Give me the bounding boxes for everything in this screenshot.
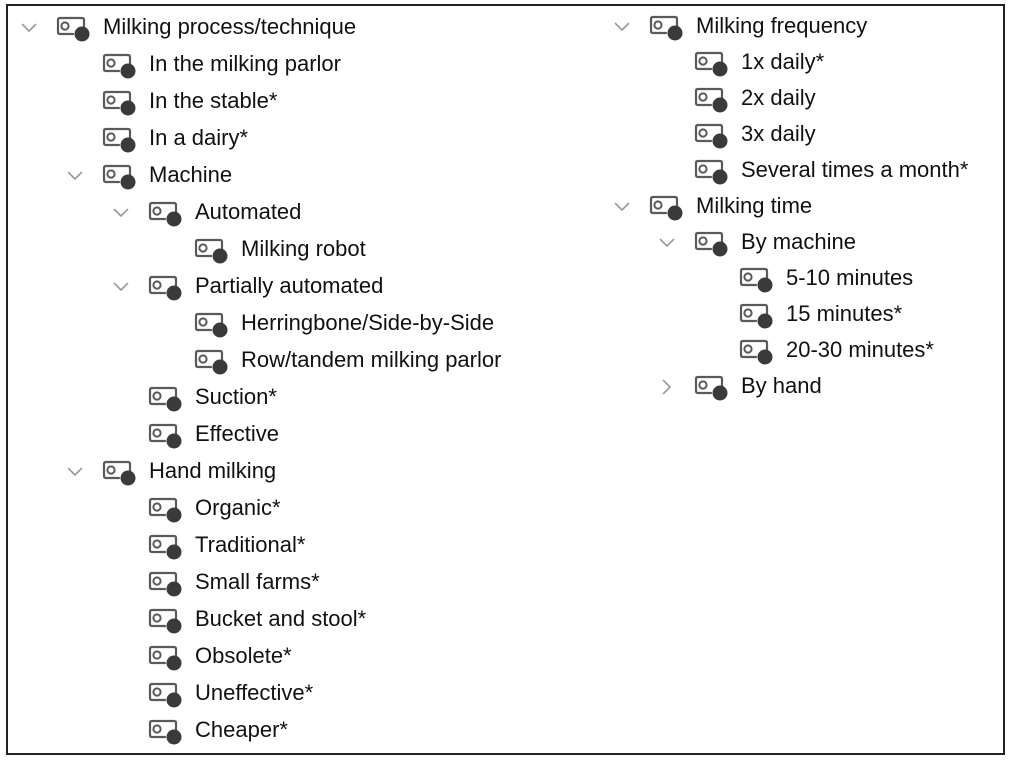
- tree-node-label: In the stable*: [149, 87, 278, 113]
- tree-node-label: 20-30 minutes*: [786, 337, 934, 362]
- tree-node-label: 5-10 minutes: [786, 265, 914, 290]
- tree-node-label: Cheaper*: [195, 716, 288, 742]
- chevron-down-icon[interactable]: [656, 225, 678, 261]
- code-tag-icon: [739, 301, 775, 329]
- code-tag-icon: [194, 347, 230, 375]
- tree-node-label: By hand: [741, 373, 822, 398]
- code-tag-icon: [739, 265, 775, 293]
- tree-node-label: Traditional*: [195, 531, 306, 557]
- tree-node-label: Herringbone/Side-by-Side: [241, 309, 495, 335]
- chevron-right-icon[interactable]: [656, 369, 678, 405]
- tree-node-label: 15 minutes*: [786, 301, 903, 326]
- code-tag-icon: [148, 606, 184, 634]
- chevron-down-icon[interactable]: [110, 194, 132, 231]
- code-tag-icon: [649, 13, 685, 41]
- code-tag-icon: [649, 193, 685, 221]
- tree-node-label: Effective: [195, 420, 279, 446]
- tree-node-label: Automated: [195, 198, 302, 224]
- tree-node-label: Uneffective*: [195, 679, 314, 705]
- tree-node-label: Milking time: [696, 193, 813, 218]
- tree-node-label: 2x daily: [741, 85, 816, 110]
- tree-node-label: In the milking parlor: [149, 50, 341, 76]
- code-tag-icon: [694, 157, 730, 185]
- code-tag-icon: [148, 273, 184, 301]
- tree-node-label: Partially automated: [195, 272, 384, 298]
- code-tag-icon: [739, 337, 775, 365]
- tree-node-label: Suction*: [195, 383, 277, 409]
- tree-node-label: Machine: [149, 161, 233, 187]
- tree-node-label: Small farms*: [195, 568, 320, 594]
- code-tag-icon: [148, 643, 184, 671]
- code-tag-icon: [102, 125, 138, 153]
- tree-node-label: Organic*: [195, 494, 281, 520]
- tree-node-label: 3x daily: [741, 121, 816, 146]
- code-tag-icon: [148, 532, 184, 560]
- chevron-down-icon[interactable]: [18, 9, 40, 46]
- code-tag-icon: [148, 717, 184, 745]
- code-tag-icon: [194, 236, 230, 264]
- code-tag-icon: [694, 85, 730, 113]
- tree-node-label: Row/tandem milking parlor: [241, 346, 502, 372]
- code-tag-icon: [694, 229, 730, 257]
- tree-node-label: Several times a month*: [741, 157, 969, 182]
- tree-node-label: In a dairy*: [149, 124, 249, 150]
- chevron-down-icon[interactable]: [110, 268, 132, 305]
- tree-node-label: Bucket and stool*: [195, 605, 367, 631]
- code-tag-icon: [148, 680, 184, 708]
- chevron-down-icon[interactable]: [64, 157, 86, 194]
- tree-node-label: Obsolete*: [195, 642, 292, 668]
- chevron-down-icon[interactable]: [611, 189, 633, 225]
- code-tag-icon: [148, 569, 184, 597]
- tree-node-label: Milking process/technique: [103, 13, 357, 39]
- code-tag-icon: [148, 199, 184, 227]
- code-tag-icon: [694, 121, 730, 149]
- code-tag-icon: [148, 384, 184, 412]
- tree-node-label: Hand milking: [149, 457, 277, 483]
- code-tag-icon: [102, 51, 138, 79]
- chevron-down-icon[interactable]: [611, 9, 633, 45]
- code-tag-icon: [148, 495, 184, 523]
- code-tag-icon: [194, 310, 230, 338]
- tree-node-label: Milking robot: [241, 235, 366, 261]
- code-tag-icon: [694, 49, 730, 77]
- tree-node-label: 1x daily*: [741, 49, 825, 74]
- chevron-down-icon[interactable]: [64, 453, 86, 490]
- code-tree-panel: Milking process/technique In the milking …: [6, 4, 1005, 755]
- code-tag-icon: [56, 14, 92, 42]
- code-tag-icon: [102, 88, 138, 116]
- code-tag-icon: [102, 458, 138, 486]
- tree-node-label: Milking frequency: [696, 13, 868, 38]
- code-tag-icon: [148, 421, 184, 449]
- code-tag-icon: [694, 373, 730, 401]
- tree-node-label: By machine: [741, 229, 856, 254]
- code-tag-icon: [102, 162, 138, 190]
